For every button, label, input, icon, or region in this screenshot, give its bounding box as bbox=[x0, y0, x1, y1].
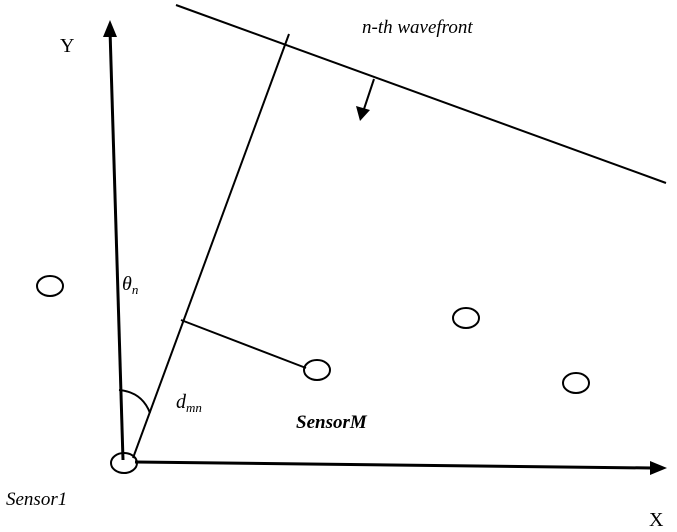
sensor-circle-lower-right bbox=[562, 372, 590, 394]
distance-label: dmn bbox=[176, 391, 202, 415]
y-axis-arrowhead bbox=[103, 20, 117, 37]
sensor-circle-left bbox=[36, 275, 64, 297]
wavefront-label: n-th wavefront bbox=[362, 17, 473, 38]
distance-subscript: mn bbox=[186, 400, 202, 415]
sensor-m-label: SensorM bbox=[296, 412, 368, 433]
sensor-1-label: Sensor1 bbox=[6, 489, 67, 510]
y-axis-label: Y bbox=[60, 35, 74, 57]
wavefront-line bbox=[175, 4, 667, 184]
sensor-circle-upper-right bbox=[452, 307, 480, 329]
sensor-m-circle bbox=[303, 359, 331, 381]
angle-arc bbox=[118, 389, 151, 414]
theta-subscript: n bbox=[132, 282, 139, 297]
distance-line bbox=[180, 319, 307, 369]
x-axis bbox=[134, 460, 653, 470]
sensor-1-circle bbox=[110, 452, 138, 474]
propagation-arrowhead bbox=[356, 106, 370, 121]
x-axis-label: X bbox=[649, 509, 664, 531]
direction-line bbox=[132, 33, 290, 459]
y-axis bbox=[108, 29, 125, 461]
theta-base: θ bbox=[122, 273, 132, 295]
x-axis-arrowhead bbox=[650, 461, 667, 475]
distance-base: d bbox=[176, 391, 187, 413]
theta-label: θn bbox=[122, 273, 138, 297]
propagation-arrow-shaft bbox=[363, 78, 375, 110]
